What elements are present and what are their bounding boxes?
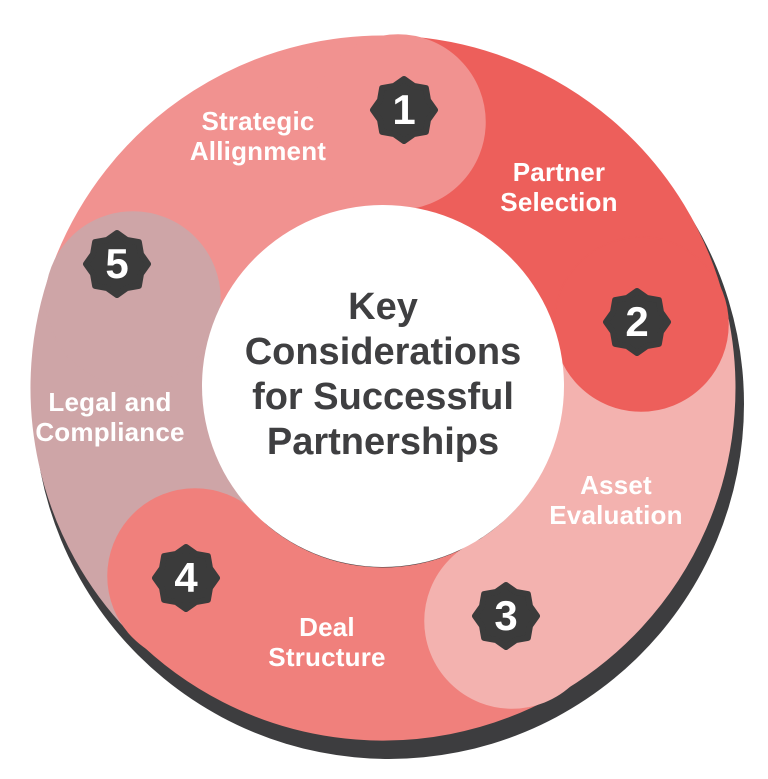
center-title: Key Considerations for Successful Partne…	[244, 286, 522, 463]
badge-5-number: 5	[105, 240, 129, 287]
seal-icon	[370, 76, 438, 144]
seal-shape	[83, 230, 151, 298]
badge-5: 5	[81, 228, 153, 300]
seal-shape	[370, 76, 438, 144]
center-circle	[202, 205, 564, 567]
badge-4: 4	[150, 542, 222, 614]
seal-icon	[83, 230, 151, 298]
seal-icon	[472, 582, 540, 650]
badge-2-number: 2	[625, 298, 649, 345]
badge-2: 2	[601, 286, 673, 358]
badge-3: 3	[470, 580, 542, 652]
segment-label-asset-evaluation: Asset Evaluation	[549, 470, 683, 530]
badge-1-number: 1	[392, 86, 416, 133]
seal-icon	[152, 544, 220, 612]
badge-4-number: 4	[174, 554, 198, 601]
badge-1: 1	[368, 74, 440, 146]
seal-shape	[603, 288, 671, 356]
badge-3-number: 3	[494, 592, 518, 639]
seal-shape	[152, 544, 220, 612]
segment-label-strategic-allignment: Strategic Allignment	[189, 106, 327, 166]
seal-icon	[603, 288, 671, 356]
seal-shape	[472, 582, 540, 650]
segment-label-legal-compliance: Legal and Compliance	[35, 387, 185, 447]
segment-label-partner-selection: Partner Selection	[500, 157, 618, 217]
segment-label-deal-structure: Deal Structure	[268, 612, 386, 672]
